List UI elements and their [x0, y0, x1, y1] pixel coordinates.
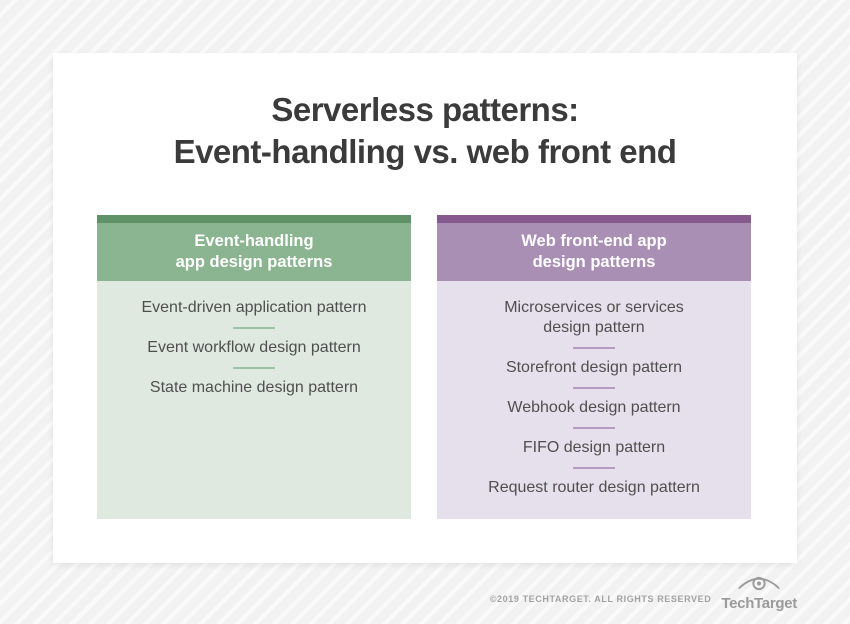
column-body: Microservices or services design pattern…	[437, 281, 751, 519]
item-divider	[573, 467, 615, 469]
infographic-card: Serverless patterns: Event-handling vs. …	[53, 53, 797, 563]
column-web-front-end: Web front-end app design patterns Micros…	[437, 215, 751, 519]
copyright-text: ©2019 TECHTARGET. ALL RIGHTS RESERVED	[489, 593, 712, 604]
comparison-columns: Event-handling app design patterns Event…	[97, 215, 751, 519]
item-divider	[573, 387, 615, 389]
column-header: Web front-end app design patterns	[437, 223, 751, 281]
pattern-item: Request router design pattern	[488, 479, 700, 496]
column-header: Event-handling app design patterns	[97, 223, 411, 281]
pattern-item: Event workflow design pattern	[147, 339, 361, 356]
logo-wordmark: TechTarget	[721, 595, 797, 612]
item-divider	[233, 367, 275, 369]
page-title: Serverless patterns: Event-handling vs. …	[53, 89, 797, 173]
title-line-2: Event-handling vs. web front end	[173, 133, 677, 170]
pattern-item: FIFO design pattern	[522, 439, 666, 456]
item-divider	[233, 327, 275, 329]
item-divider	[573, 427, 615, 429]
column-header-line-1: Web front-end app	[521, 232, 667, 250]
pattern-item: State machine design pattern	[149, 379, 359, 396]
column-accent-strip	[97, 215, 411, 223]
techtarget-logo: TechTarget	[721, 574, 797, 611]
title-line-1: Serverless patterns:	[271, 91, 579, 128]
pattern-item: Storefront design pattern	[505, 359, 683, 376]
column-accent-strip	[437, 215, 751, 223]
column-header-line-2: design patterns	[532, 253, 656, 271]
pattern-item: Microservices or services design pattern	[504, 299, 684, 336]
footer: ©2019 TECHTARGET. ALL RIGHTS RESERVED Te…	[490, 574, 797, 611]
column-event-handling: Event-handling app design patterns Event…	[97, 215, 411, 519]
pattern-item: Webhook design pattern	[507, 399, 681, 416]
item-divider	[573, 347, 615, 349]
pattern-item: Event-driven application pattern	[141, 299, 367, 316]
eye-target-icon	[736, 574, 782, 596]
column-header-line-2: app design patterns	[175, 253, 333, 271]
column-body: Event-driven application pattern Event w…	[97, 281, 411, 519]
column-header-line-1: Event-handling	[194, 232, 314, 250]
